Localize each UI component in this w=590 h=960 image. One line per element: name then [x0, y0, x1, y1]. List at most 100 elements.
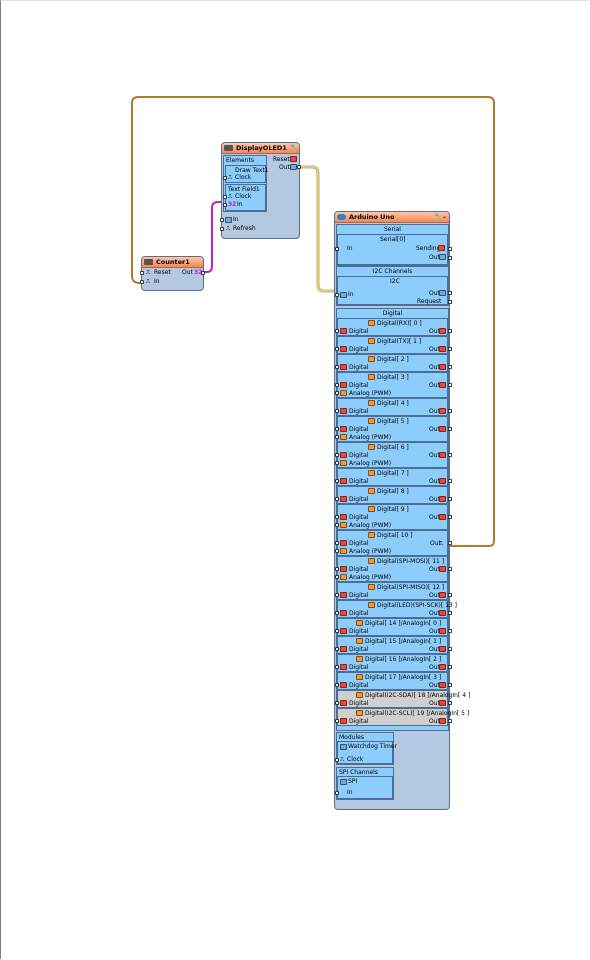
serial-in-pin[interactable]: [335, 247, 339, 251]
digital-channel-input-pin[interactable]: [335, 409, 339, 413]
digital-channel-input-pin[interactable]: [335, 575, 339, 579]
digital-channel-input-pin[interactable]: [335, 683, 339, 687]
digital-channel-out-pin[interactable]: [448, 515, 452, 519]
counter-reset-pin[interactable]: [140, 271, 144, 275]
digital-channel-out-pin[interactable]: [448, 647, 452, 651]
digital-channel-input-pin[interactable]: [335, 541, 339, 545]
modules-section[interactable]: Modules Watchdog Timer ⎍ Clock: [335, 732, 397, 765]
digital-channel-out-pin[interactable]: [448, 701, 452, 705]
serial-0-element[interactable]: Serial[0] In Sending Out: [335, 234, 452, 265]
digital-channel-input-pin[interactable]: [335, 593, 339, 597]
digital-channel-input-pin[interactable]: [335, 523, 339, 527]
digital-channel-input-pin[interactable]: [335, 347, 339, 351]
counter-out-pin[interactable]: [201, 271, 205, 275]
oled-draw-clock-pin[interactable]: [223, 176, 227, 180]
i2c-in-pin[interactable]: [335, 293, 339, 297]
digital-channel-out-pin[interactable]: [448, 329, 452, 333]
digital-channel-input-pin[interactable]: [335, 497, 339, 501]
digital-channel-out-pin[interactable]: [448, 611, 452, 615]
serial-section[interactable]: Serial Serial[0] In Sending Out: [335, 224, 452, 266]
oled-component[interactable]: DisplayOLED1 🔧 Reset Out Elements Draw T…: [220, 142, 301, 239]
arduino-component[interactable]: Arduino Uno 🔧 ⌄ Serial Serial[0] In Send…: [334, 211, 470, 810]
i2c-out-pin[interactable]: [448, 291, 452, 295]
counter-component[interactable]: Counter1 ⎍ Reset ⎍ In Out 32: [140, 256, 205, 291]
watchdog-clock-pin[interactable]: [335, 758, 339, 762]
digital-channel-input-pin[interactable]: [335, 549, 339, 553]
oled-out-pin[interactable]: [297, 165, 301, 169]
spi-section[interactable]: SPI Channels SPI In: [335, 767, 394, 800]
arduino-title-bar[interactable]: Arduino Uno 🔧 ⌄: [335, 212, 449, 223]
digital-channel-out-pin[interactable]: [448, 383, 452, 387]
digital-channel-out-pin[interactable]: [448, 365, 452, 369]
digital-channel-input-pin[interactable]: [335, 435, 339, 439]
digital-channel-out-pin[interactable]: [448, 665, 452, 669]
oled-text-clock-pin[interactable]: [223, 195, 227, 199]
chevron-down-icon[interactable]: ⌄: [441, 213, 448, 220]
digital-channel-input-pin[interactable]: [335, 365, 339, 369]
serial-out-pin[interactable]: [448, 256, 452, 260]
digital-channel-out-pin[interactable]: [448, 629, 452, 633]
digital-channel-out-pin[interactable]: [448, 479, 452, 483]
oled-text-field-element[interactable]: Text Field1 ⎍ Clock 32 In: [223, 184, 266, 211]
digital-channel-input-pin[interactable]: [335, 329, 339, 333]
oled-in-pin[interactable]: [220, 218, 224, 222]
digital-channel-out-pin[interactable]: [448, 427, 452, 431]
digital-channel-input-pin[interactable]: [335, 391, 339, 395]
digital-channel-out-pin[interactable]: [448, 567, 452, 571]
digital-channel-input-pin[interactable]: [335, 647, 339, 651]
counter-in-pin[interactable]: [140, 280, 144, 284]
i2c-element[interactable]: I2C In Out Request: [335, 276, 452, 305]
digital-channel-18[interactable]: Digital(I2C-SDA)[ 18 ]/AnalogIn[ 4 ]Digi…: [335, 690, 470, 708]
digital-channel-out-pin[interactable]: [448, 347, 452, 351]
i2c-request-pin[interactable]: [448, 300, 452, 304]
digital-channel-19[interactable]: Digital(I2C-SCL)[ 19 ]/AnalogIn[ 5 ]Digi…: [335, 708, 469, 726]
digital-channel-input-pin[interactable]: [335, 479, 339, 483]
i2c-section[interactable]: I2C Channels I2C In Out Request: [335, 266, 452, 306]
digital-channel-out-pin[interactable]: [448, 409, 452, 413]
digital-channel-input-pin[interactable]: [335, 461, 339, 465]
oled-text-in-pin[interactable]: [223, 203, 227, 207]
oled-draw-text-element[interactable]: Draw Text1 ⎍ Clock: [223, 165, 269, 183]
digital-channel-input-pin[interactable]: [335, 567, 339, 571]
digital-channel-input-pin[interactable]: [335, 383, 339, 387]
digital-channel-out-pin[interactable]: [448, 683, 452, 687]
digital-channel-input-pin[interactable]: [335, 427, 339, 431]
digital-channel-input-pin[interactable]: [335, 515, 339, 519]
digital-channel-out-pin[interactable]: [448, 453, 452, 457]
digital-channel-out-pin[interactable]: [448, 593, 452, 597]
digital-channel-input-pin[interactable]: [335, 629, 339, 633]
oled-refresh-pin[interactable]: [220, 227, 224, 231]
wrench-icon[interactable]: 🔧: [290, 144, 298, 151]
oled-elements-section[interactable]: Elements Draw Text1 ⎍ Clock Text Field1 …: [223, 155, 269, 212]
oled-title-bar[interactable]: DisplayOLED1 🔧: [222, 143, 299, 154]
digital-channel-input-pin[interactable]: [335, 701, 339, 705]
digital-channel-input-pin[interactable]: [335, 611, 339, 615]
serial-sending-pin[interactable]: [448, 247, 452, 251]
counter-title-bar[interactable]: Counter1: [142, 257, 203, 268]
digital-channel-out-pin[interactable]: [448, 541, 452, 545]
digital-channel-input-pin[interactable]: [335, 719, 339, 723]
digital-channel-input-pin[interactable]: [335, 665, 339, 669]
spi-in-pin[interactable]: [335, 791, 339, 795]
digital-channel-out-pin[interactable]: [448, 497, 452, 501]
wrench-icon[interactable]: 🔧: [434, 213, 442, 220]
watchdog-timer-element[interactable]: Watchdog Timer ⎍ Clock: [335, 741, 397, 764]
